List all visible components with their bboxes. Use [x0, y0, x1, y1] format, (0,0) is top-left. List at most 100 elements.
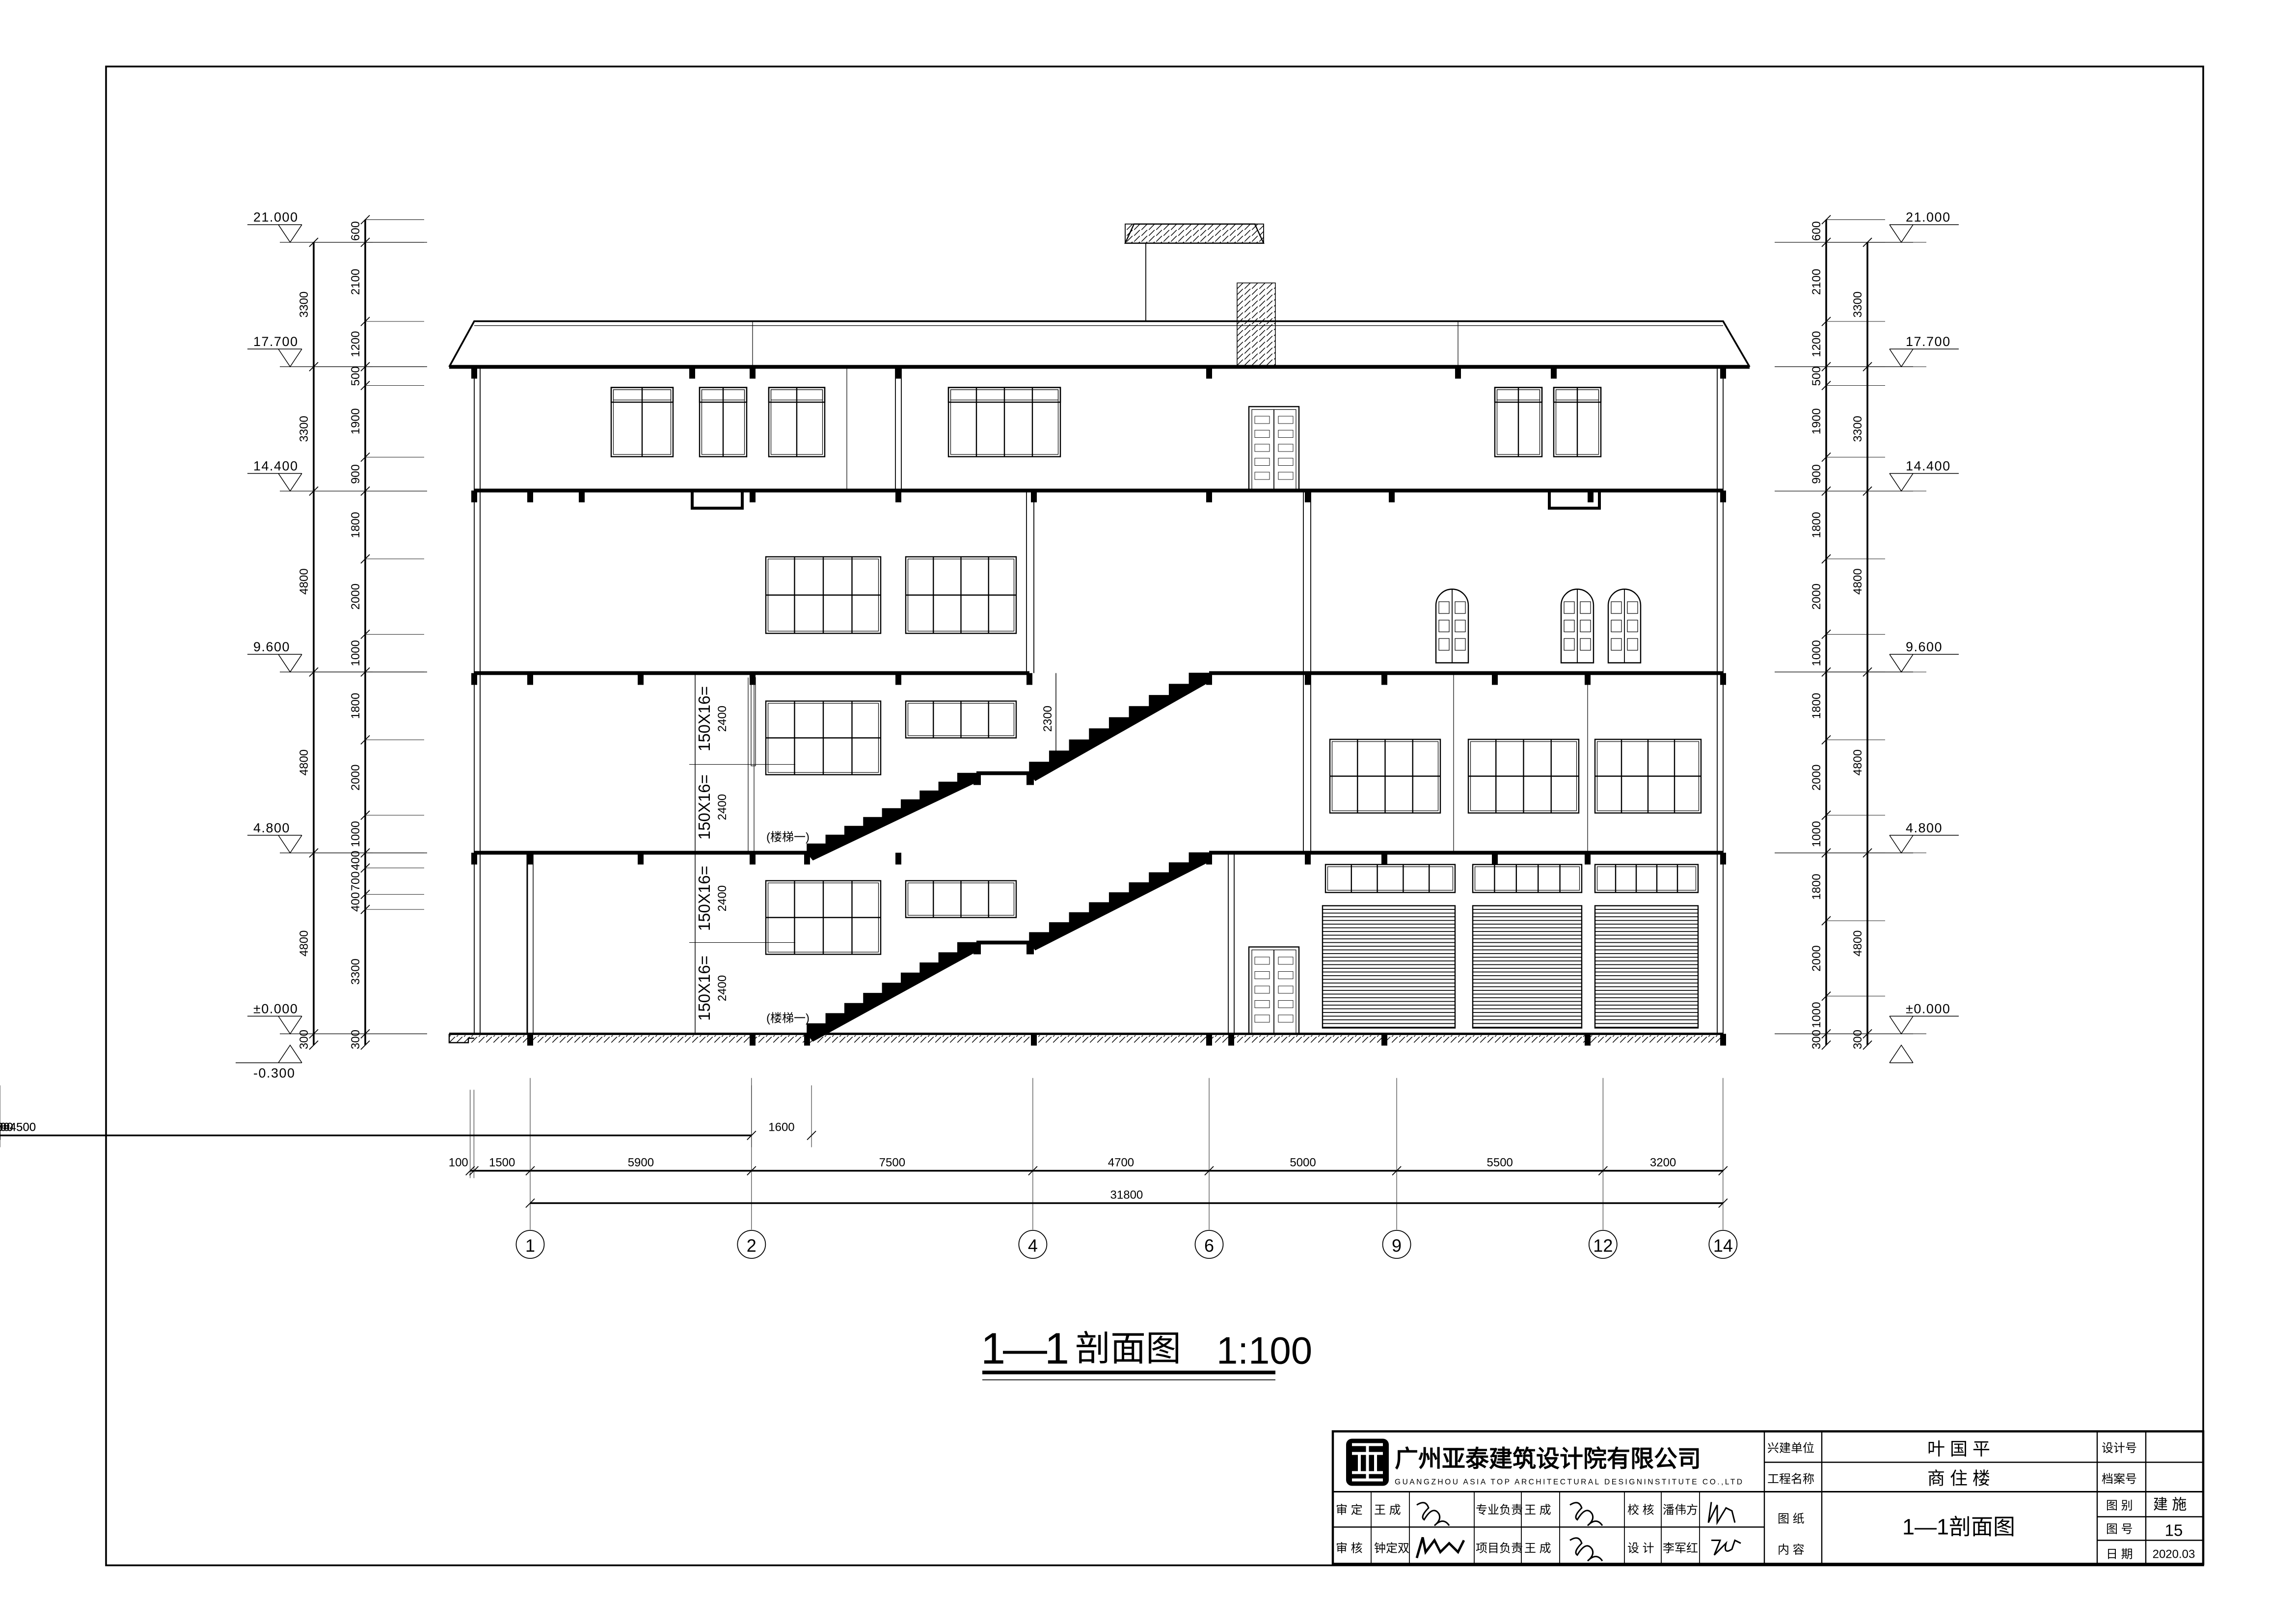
door-panel: [1564, 601, 1575, 614]
window-frame: [1472, 864, 1583, 893]
window: [1553, 387, 1602, 457]
beam: [527, 673, 533, 685]
beam: [1206, 367, 1212, 379]
window: [947, 387, 1061, 403]
shutter-frame: [1594, 905, 1699, 1029]
axis-circle: [1018, 1230, 1048, 1259]
door-panel: [1278, 444, 1294, 452]
door-panel: [1254, 1000, 1270, 1008]
axis-row-dim-text: 7500: [879, 1156, 905, 1170]
balcony-beam: [691, 489, 744, 510]
left-detail-dim-text: 1800: [349, 693, 362, 719]
stair-row-dim-text: 2300: [0, 1121, 13, 1134]
window: [1494, 387, 1543, 457]
elevation-label-left: 17.700: [253, 334, 298, 349]
content-label-1: 图 纸: [1778, 1513, 1805, 1526]
window: [768, 387, 826, 403]
discipline-lead-label: 专业负责: [1476, 1504, 1523, 1517]
window-frame: [699, 387, 748, 403]
right-total-dim-text: 4800: [1851, 930, 1864, 956]
beam: [750, 490, 756, 503]
window-frame: [613, 389, 672, 400]
stair-flight: [807, 942, 977, 1042]
window-frame: [770, 389, 823, 400]
discipline-lead-name: 王 成: [1524, 1504, 1551, 1517]
beam: [1381, 673, 1387, 685]
door-panel: [1254, 430, 1270, 438]
door-panel: [1438, 638, 1450, 651]
project-label: 工程名称: [1767, 1473, 1814, 1486]
axis-label: 1: [525, 1236, 535, 1256]
axis-label: 9: [1392, 1236, 1402, 1256]
dim-tick: [309, 1040, 319, 1050]
elevation-triangle-icon: [278, 473, 302, 492]
beam: [1305, 490, 1311, 503]
left-detail-dim-text: 1200: [349, 331, 362, 357]
shutter-frame: [1472, 905, 1583, 1029]
total-dim-text: 31800: [1110, 1189, 1143, 1202]
signature-designer: [1711, 1539, 1741, 1556]
stair-flight-label: 150X16=: [695, 866, 713, 931]
beam: [1585, 852, 1591, 865]
right-detail-dim-text: 1800: [1810, 874, 1823, 900]
category-value: 建 施: [2153, 1497, 2187, 1513]
right-total-dim-text: 4800: [1851, 749, 1864, 775]
window: [1553, 387, 1602, 403]
elevation-triangle-icon: [278, 835, 302, 854]
window-frame: [1553, 387, 1602, 403]
left-total-dim-text: 4800: [297, 749, 311, 775]
beam: [1389, 490, 1395, 503]
door-panel: [1455, 638, 1466, 651]
review-label: 审 核: [1336, 1542, 1363, 1555]
left-detail-dim-text: 400: [349, 851, 362, 870]
door-panel: [1455, 601, 1466, 614]
elevation-label-left: 21.000: [253, 210, 298, 225]
company-name-en: GUANGZHOU ASIA TOP ARCHITECTURAL DESIGNI…: [1395, 1478, 1742, 1487]
signature-approver: [1416, 1502, 1450, 1526]
window: [1494, 387, 1543, 403]
door-frame: [1435, 588, 1469, 664]
door-panel: [1278, 957, 1294, 965]
beam: [895, 673, 901, 685]
right-detail-dim-text: 2000: [1810, 765, 1823, 791]
axis-bubble: 4: [1018, 1230, 1048, 1259]
signatures: [1415, 1502, 1741, 1562]
axis-circle: [1588, 1230, 1618, 1259]
door-panel: [1254, 957, 1270, 965]
left-total-dim-text: 3300: [297, 416, 311, 442]
date-label: 日 期: [2106, 1548, 2133, 1561]
right-detail-dim-text: 1800: [1810, 693, 1823, 719]
elevation-triangle-icon: [278, 348, 302, 368]
signature-checker: [1707, 1502, 1736, 1525]
window-frame: [1596, 866, 1697, 891]
elevation-triangle-icon: [1889, 835, 1914, 854]
axis-circle: [515, 1230, 545, 1259]
left-detail-dim-text: 700: [349, 871, 362, 891]
elevation-label-left: 4.800: [253, 821, 290, 835]
stair-flight-label: 150X16=: [695, 686, 713, 751]
rolling-shutter-door: [1322, 905, 1456, 1029]
elevation-label-right: 9.600: [1906, 639, 1943, 654]
right-detail-dim-text: 2000: [1810, 584, 1823, 610]
date-value: 2020.03: [2153, 1548, 2195, 1561]
elevation-triangle-icon: [1889, 654, 1914, 673]
beam: [1588, 490, 1594, 503]
stair-row-dim-text: 300x15=4500: [0, 1121, 36, 1134]
left-detail-dim-text: 3300: [349, 958, 362, 984]
axis-bubble: 9: [1382, 1230, 1411, 1259]
window: [1594, 739, 1702, 814]
window-frame: [610, 387, 674, 403]
beam: [527, 1034, 533, 1046]
right-detail-dim-text: 1000: [1810, 821, 1823, 847]
reviewer-name: 钟定双: [1374, 1542, 1409, 1555]
sheet-no-label: 图 号: [2106, 1523, 2133, 1536]
elevation-label-right: ±0.000: [1906, 1002, 1950, 1016]
title-block: [1331, 1430, 2205, 1565]
beam: [1381, 1034, 1387, 1046]
design-no-label: 设计号: [2102, 1442, 2137, 1455]
beam: [1455, 367, 1461, 379]
axis-label: 2: [747, 1236, 756, 1256]
door: [1248, 946, 1300, 1035]
stair-flight-height: 2400: [716, 794, 729, 820]
